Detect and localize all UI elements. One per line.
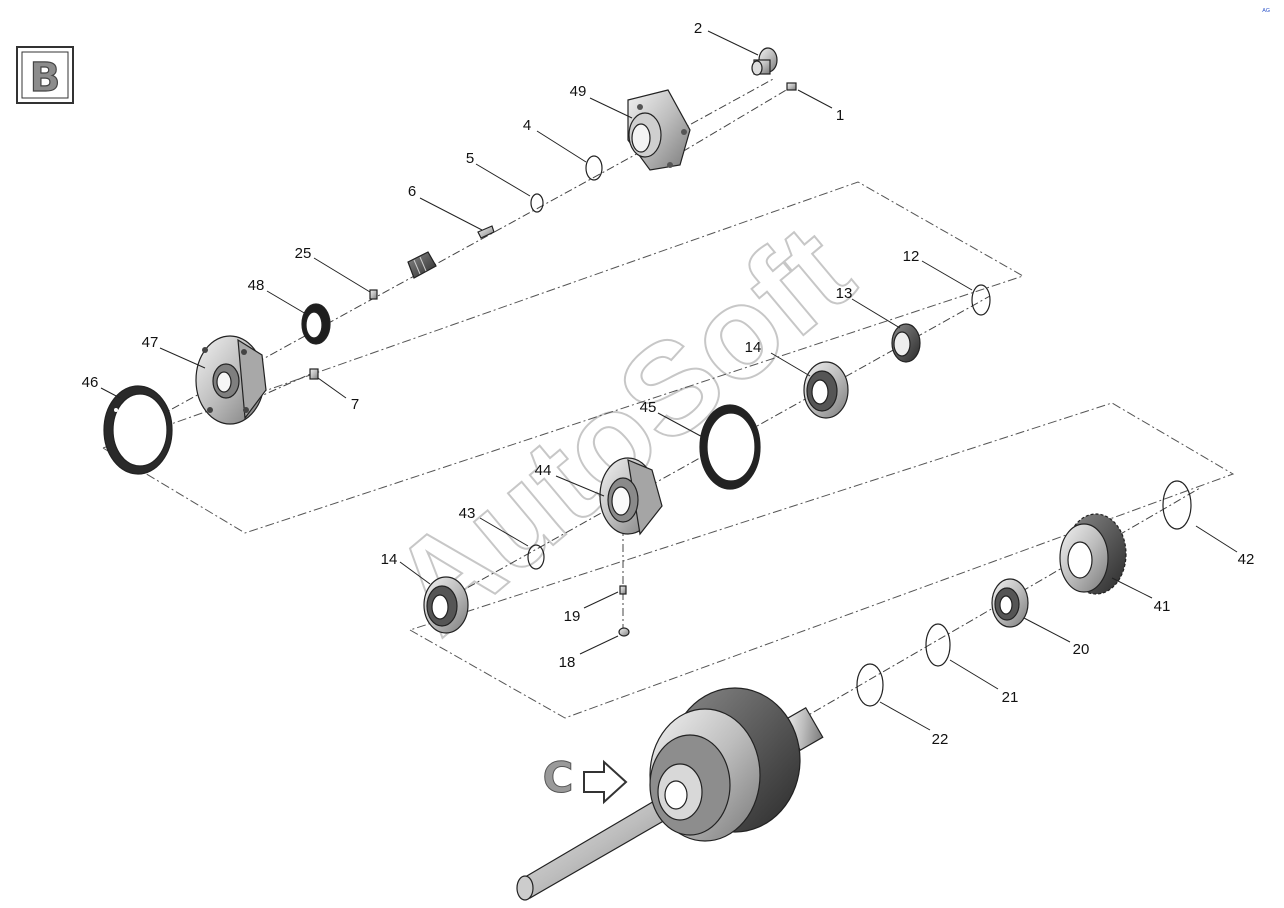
arrow-right-icon xyxy=(583,759,628,805)
callout-21: 21 xyxy=(1002,689,1019,706)
callout-4: 4 xyxy=(523,117,531,134)
part-gasket xyxy=(103,385,173,475)
part-flange-yoke xyxy=(627,89,691,171)
view-ref-letter: C xyxy=(543,753,574,802)
part-plug xyxy=(618,627,630,637)
part-small-clip xyxy=(369,289,378,300)
callout-19: 19 xyxy=(564,608,581,625)
part-ring-43 xyxy=(527,544,545,570)
part-sleeve xyxy=(407,251,437,279)
part-ring-22 xyxy=(856,663,884,707)
part-pin xyxy=(477,225,495,239)
part-seal xyxy=(301,303,331,345)
group-frame-middle xyxy=(409,402,1235,719)
callout-14-upper: 14 xyxy=(745,339,762,356)
view-ref-c: C xyxy=(542,753,628,805)
callout-25: 25 xyxy=(295,245,312,262)
view-badge-letter: B xyxy=(30,55,61,101)
part-dowel xyxy=(619,585,627,595)
callout-7: 7 xyxy=(351,396,359,413)
part-bush xyxy=(751,47,778,76)
part-snap-ring-42 xyxy=(1162,480,1192,530)
part-gear xyxy=(1059,513,1127,595)
view-badge: B xyxy=(16,46,74,104)
leader-lines xyxy=(100,30,1238,731)
callout-20: 20 xyxy=(1073,641,1090,658)
corner-mark: ᴬᴳ xyxy=(1261,7,1270,16)
part-snap-ring-12 xyxy=(971,284,991,316)
part-gasket-45 xyxy=(699,404,761,490)
callout-18: 18 xyxy=(559,654,576,671)
callout-42: 42 xyxy=(1238,551,1255,568)
part-screw xyxy=(309,368,319,380)
part-ball-bearing-lower xyxy=(423,576,469,634)
part-snap-ring xyxy=(585,155,603,181)
callout-48: 48 xyxy=(248,277,265,294)
callout-49: 49 xyxy=(570,83,587,100)
callout-45: 45 xyxy=(640,399,657,416)
callout-22: 22 xyxy=(932,731,949,748)
callout-13: 13 xyxy=(836,285,853,302)
part-roller-bearing xyxy=(891,323,921,363)
callout-41: 41 xyxy=(1154,598,1171,615)
part-snap-ring-21 xyxy=(925,623,951,667)
callout-14-lower: 14 xyxy=(381,551,398,568)
callout-43: 43 xyxy=(459,505,476,522)
callout-5: 5 xyxy=(466,150,474,167)
callout-44: 44 xyxy=(535,462,552,479)
callout-12: 12 xyxy=(903,248,920,265)
part-flange-cover xyxy=(195,335,267,425)
part-clutch-shaft-assembly xyxy=(516,687,824,901)
part-bearing-housing xyxy=(599,457,663,536)
group-frame-upper xyxy=(102,181,1025,534)
axis-fastener xyxy=(654,85,794,169)
part-bolt xyxy=(786,82,797,91)
part-ring xyxy=(530,193,544,213)
callout-47: 47 xyxy=(142,334,159,351)
callout-6: 6 xyxy=(408,183,416,200)
part-ball-bearing-upper xyxy=(803,361,849,419)
part-ball-bearing-20 xyxy=(991,578,1029,628)
callout-1: 1 xyxy=(836,107,844,124)
callout-2: 2 xyxy=(694,20,702,37)
callout-46: 46 xyxy=(82,374,99,391)
